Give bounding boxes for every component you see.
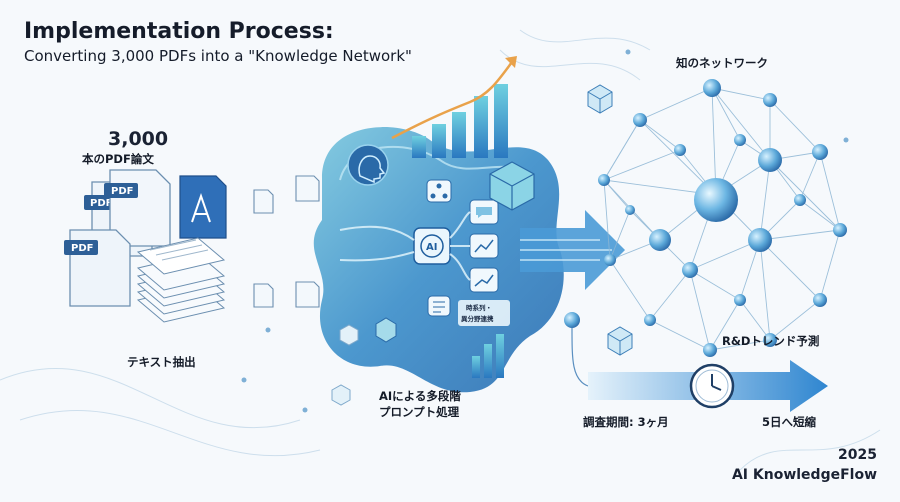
chart-icon	[469, 267, 499, 293]
small-doc-icons	[253, 175, 320, 308]
ai-stage-caption-2: プロンプト処理	[379, 405, 460, 419]
clock-icon	[689, 363, 735, 409]
internal-flows	[339, 211, 471, 281]
growth-bar-chart	[391, 56, 517, 158]
network-caption: R&Dトレンド予測	[722, 334, 820, 348]
chart-icon	[469, 233, 499, 259]
chat-icon	[469, 199, 499, 225]
main-arrow	[520, 210, 625, 290]
decorative-dots	[241, 49, 849, 413]
ai-processing-blob: AI 時系列・ 異分野連携	[313, 127, 564, 393]
network-nodes-icon	[426, 179, 452, 203]
paper-stack	[136, 237, 226, 323]
ai-chip-icon: AI	[413, 227, 451, 265]
pdf-file-icon: PDF	[104, 169, 171, 247]
cube-icon	[331, 384, 351, 406]
mini-label-line-1: 時系列・	[466, 303, 492, 312]
footer-brand: AI KnowledgeFlow	[731, 467, 877, 483]
timeline-before-label: 調査期間: 3ヶ月	[583, 415, 669, 429]
pdf-badge-text: PDF	[90, 198, 112, 209]
pdf-stack: PDF PDF PDF	[64, 169, 227, 323]
page-subtitle: Converting 3,000 PDFs into a "Knowledge …	[24, 47, 412, 65]
network-nodes	[564, 79, 847, 357]
pdf-file-icon: PDF	[64, 229, 131, 307]
page-title: Implementation Process:	[24, 19, 334, 44]
cube-icon	[375, 317, 397, 343]
pdf-badge-text: PDF	[71, 243, 93, 254]
cube-icon	[489, 161, 535, 211]
cube-icon	[587, 84, 613, 114]
analysis-mini-label: 時系列・ 異分野連携	[458, 300, 510, 326]
pdf-badge-text: PDF	[111, 186, 133, 197]
pdf-count: 3,000	[108, 128, 169, 150]
ai-chip-label: AI	[426, 242, 437, 253]
timeline-after-label: 5日へ短縮	[762, 415, 817, 429]
input-flow-arrows	[210, 223, 330, 288]
network-title: 知のネットワーク	[676, 56, 768, 70]
head-profile-icon	[347, 144, 389, 186]
knowledge-network	[564, 79, 847, 357]
footer-year: 2025	[838, 447, 877, 463]
text-extraction-caption: テキスト抽出	[127, 355, 196, 369]
acrobat-icon	[179, 175, 227, 239]
mini-label-line-2: 異分野連携	[461, 314, 494, 323]
ai-stage-caption-1: AIによる多段階	[379, 389, 461, 403]
cube-icon	[607, 326, 633, 356]
bottom-bar-chart	[472, 334, 504, 378]
document-tile-icon	[427, 295, 451, 317]
pdf-count-caption: 本のPDF論文	[82, 152, 154, 166]
cube-icon	[339, 324, 359, 346]
